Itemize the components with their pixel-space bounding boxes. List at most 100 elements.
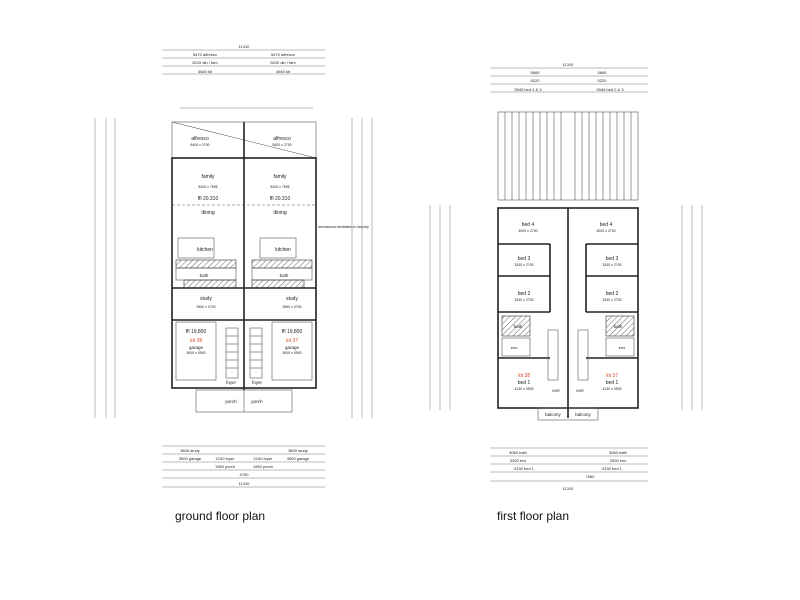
family-label-right: family [273, 174, 287, 180]
first-bath-left: bath [514, 324, 523, 329]
first-overall-bottom: 11310 [563, 486, 575, 491]
bed2-size-right: 3340 x 2700 [602, 298, 621, 302]
bed2-label-left: bed 2 [518, 291, 531, 297]
bed1-size-left: 4130 x 3500 [514, 387, 533, 391]
first-floor-plan: 11310 5665 5665 5220 5220 3940 bed 2 & 3… [429, 62, 703, 491]
dining-label-right: dining [273, 210, 287, 216]
bath-label-left: bath [200, 273, 209, 278]
kitchen-label-right: kitchen [275, 247, 291, 253]
ground-room-labels: alfresco 5400 x 2700 alfresco 5400 x 270… [186, 136, 369, 404]
ground-dim-foyer-left: 2150 foyer [216, 456, 236, 461]
study-size-left: 3960 x 2700 [196, 305, 215, 309]
balcony-label-left: balcony [545, 412, 561, 417]
first-roof-lines [497, 111, 639, 201]
bed4-size-left: 4000 x 2700 [518, 229, 537, 233]
ground-dim-family-right: 5220 din / fam [270, 60, 296, 65]
bed4-size-right: 4000 x 2700 [596, 229, 615, 233]
garage-size-left: 3000 x 5500 [186, 351, 205, 355]
alfresco-label-left: alfresco [191, 136, 209, 142]
first-dim-bed1-left: 4130 bed 1 [514, 466, 535, 471]
first-dim-b-left: 5220 [531, 78, 541, 83]
lot-37-ground: lot 37 [286, 338, 298, 344]
first-balcony [537, 407, 599, 421]
ground-dim-study-left: 3600 study [180, 448, 200, 453]
first-bottom-dimensions: 3060 bath 3060 bath 3300 ens 3300 ens 41… [490, 447, 648, 491]
ground-stairs [225, 327, 263, 379]
garage-label-right: garage [285, 345, 300, 350]
ground-dim-porch-left: 1950 porch [215, 464, 235, 469]
bed4-label-right: bed 4 [600, 222, 613, 228]
foyer-label-right: foyer [252, 380, 263, 385]
bed2-size-left: 3340 x 2700 [514, 298, 533, 302]
first-dim-bath-left: 3060 bath [509, 450, 527, 455]
garage-size-right: 3000 x 5500 [282, 351, 301, 355]
bed3-size-right: 3340 x 2700 [602, 263, 621, 267]
bed1-size-right: 4130 x 3500 [602, 387, 621, 391]
ground-dim-family-left: 5220 din / fam [192, 60, 218, 65]
bed1-label-left: bed 1 [518, 380, 531, 386]
bed3-label-left: bed 3 [518, 256, 531, 262]
ground-top-dimensions: 11310 5470 alfresco 5470 alfresco 5220 d… [162, 44, 325, 109]
ground-dim-study-right: 3600 study [288, 448, 308, 453]
ground-dim-porch-right: 1950 porch [253, 464, 273, 469]
ground-dim-mid: 4750 [240, 472, 250, 477]
family-size-left: 5200 x 7695 [198, 185, 217, 189]
first-dim-ens-right: 3300 ens [610, 458, 626, 463]
ground-dim-alfresco-right: 5470 alfresco [271, 52, 296, 57]
study-label-right: study [286, 296, 298, 302]
dining-label-left: dining [201, 210, 215, 216]
ground-dim-alfresco-left: 5470 alfresco [193, 52, 218, 57]
first-dim-c-right: 3940 bed 2 & 3 [596, 87, 624, 92]
ffl-lower-right: ffl 19.800 [282, 329, 303, 335]
bed3-label-right: bed 3 [606, 256, 619, 262]
bed1-label-right: bed 1 [606, 380, 619, 386]
first-room-labels: bed 4 4000 x 2700 bed 4 4000 x 2700 bed … [511, 222, 625, 417]
first-dim-ens-left: 3300 ens [510, 458, 526, 463]
first-dim-c-left: 3940 bed 2 & 3 [514, 87, 542, 92]
bath-label-right: bath [280, 273, 289, 278]
ground-bottom-dimensions: 3600 study 3600 study 3000 garage 3000 g… [162, 445, 325, 488]
first-dim-a-left: 5665 [531, 70, 541, 75]
first-top-dimensions: 11310 5665 5665 5220 5220 3940 bed 2 & 3… [490, 62, 648, 93]
ffl-lower-left: ffl 19.800 [186, 329, 207, 335]
ffl-upper-right: ffl 20.310 [270, 196, 291, 202]
ground-dim-kitchen-right: 4640 kit [276, 69, 291, 74]
lot-38-ground: lot 38 [190, 338, 202, 344]
first-dim-a-right: 5665 [598, 70, 608, 75]
ground-floor-title: ground floor plan [175, 509, 266, 523]
ens-label-left: ens [511, 345, 517, 350]
first-dim-mid: 7650 [586, 474, 596, 479]
foyer-label-left: foyer [226, 380, 237, 385]
bed3-size-left: 3340 x 2700 [514, 263, 533, 267]
study-label-left: study [200, 296, 212, 302]
porch-label-right: porch [251, 399, 263, 404]
family-size-right: 5200 x 7695 [270, 185, 289, 189]
ens-label-right: ens [619, 345, 625, 350]
ground-overall-dim: 11310 [239, 44, 251, 49]
alfresco-size-left: 5400 x 2700 [190, 143, 209, 147]
ground-dim-foyer-right: 2150 foyer [254, 456, 274, 461]
first-bath-right: bath [614, 324, 623, 329]
kitchen-label-left: kitchen [197, 247, 213, 253]
first-dim-b-right: 5220 [598, 78, 608, 83]
ground-dim-kitchen-left: 4640 kit [198, 69, 213, 74]
ground-dim-garage-right: 3000 garage [287, 456, 310, 461]
alfresco-label-right: alfresco [273, 136, 291, 142]
mech-ventilation-note: mechanical ventilation to laundry [318, 225, 369, 229]
first-side-dimensions [429, 205, 703, 410]
family-label-left: family [201, 174, 215, 180]
first-dim-bath-right: 3060 bath [609, 450, 627, 455]
lot-38-first: lot 38 [518, 373, 530, 379]
ground-side-dimensions [94, 118, 373, 418]
first-overall-dim: 11310 [563, 62, 575, 67]
ground-floor-plan: 11310 5470 alfresco 5470 alfresco 5220 d… [94, 44, 373, 488]
study-size-right: 3960 x 2700 [282, 305, 301, 309]
balcony-label-right: balcony [575, 412, 591, 417]
ffl-upper-left: ffl 20.310 [198, 196, 219, 202]
first-dim-bed1-right: 4130 bed 1 [602, 466, 623, 471]
ground-dim-garage-left: 3000 garage [179, 456, 202, 461]
bed2-label-right: bed 2 [606, 291, 619, 297]
garage-label-left: garage [189, 345, 204, 350]
ground-overall-bottom: 11310 [239, 481, 251, 486]
